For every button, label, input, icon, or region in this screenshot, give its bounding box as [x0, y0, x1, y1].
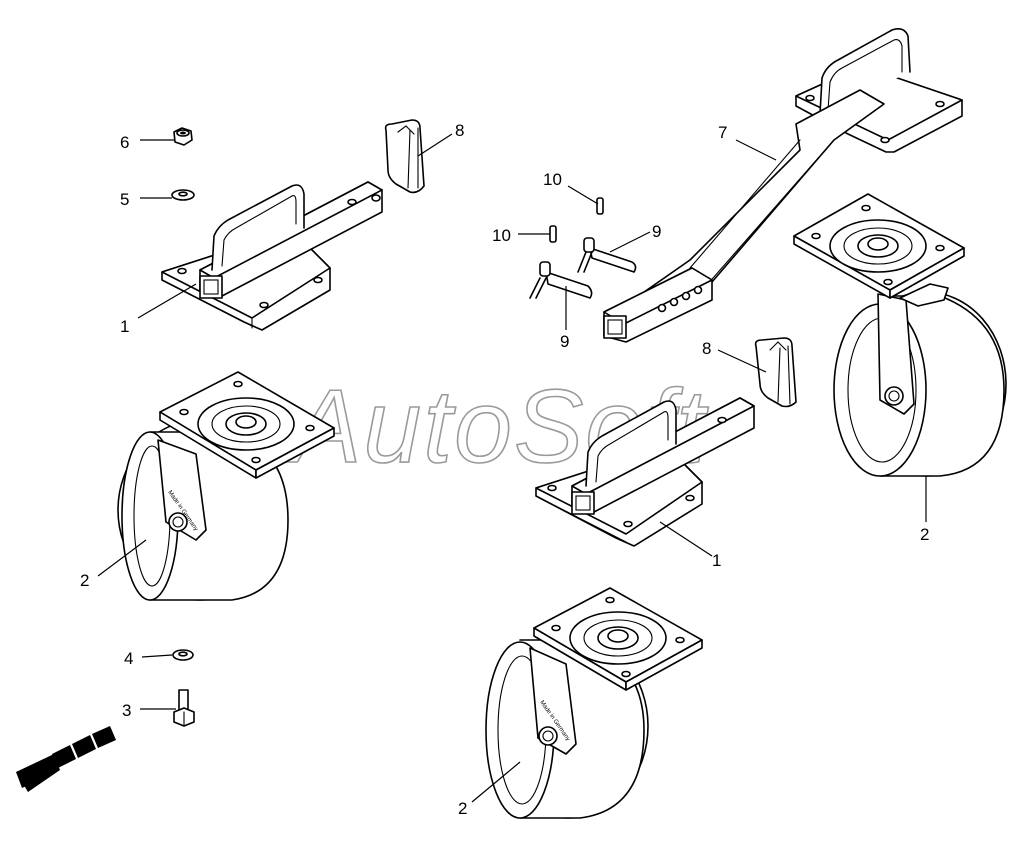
- part-4-washer: [172, 649, 194, 661]
- part-2-caster-bottom: Made in Germany: [485, 587, 703, 819]
- callout-6: 6: [120, 133, 129, 152]
- callout-2-right: 2: [920, 525, 929, 544]
- part-6-nut: [173, 127, 193, 146]
- callout-2-bottom: 2: [458, 799, 467, 818]
- part-2-caster-right: [793, 193, 1007, 477]
- part-1-bracket-upper: [161, 181, 383, 331]
- callout-5: 5: [120, 190, 129, 209]
- leader-lines: [97, 133, 927, 803]
- callout-3: 3: [122, 701, 131, 720]
- callout-2-left: 2: [80, 571, 89, 590]
- callout-4: 4: [124, 649, 133, 668]
- callout-1-lower: 1: [712, 551, 721, 570]
- callout-10-upper: 10: [543, 170, 562, 189]
- part-9-pin-upper: [577, 237, 637, 273]
- part-2-caster-left: Made in Germany: [117, 371, 335, 601]
- callout-7: 7: [718, 123, 727, 142]
- part-8-clip-upper: [384, 119, 425, 194]
- callout-10-lower: 10: [492, 226, 511, 245]
- callout-9-upper: 9: [652, 222, 661, 241]
- part-5-washer: [171, 189, 195, 201]
- part-9-pin-lower: [529, 261, 593, 299]
- part-3-bolt: [173, 689, 195, 727]
- callout-8-lower: 8: [702, 339, 711, 358]
- direction-arrow-icon: [16, 726, 116, 792]
- part-7-drawbar: [603, 28, 963, 343]
- callout-8-upper: 8: [455, 121, 464, 140]
- part-10-pin-lower: [549, 225, 557, 243]
- callout-1-upper: 1: [120, 317, 129, 336]
- part-8-clip-lower: [754, 337, 797, 408]
- part-10-pin-upper: [596, 197, 604, 215]
- callouts: 6 5 1 8 7 10 10 9 9 8 2 1 2 2 4 3: [80, 121, 929, 818]
- part-1-bracket-lower: [535, 397, 755, 547]
- callout-9-lower: 9: [560, 332, 569, 351]
